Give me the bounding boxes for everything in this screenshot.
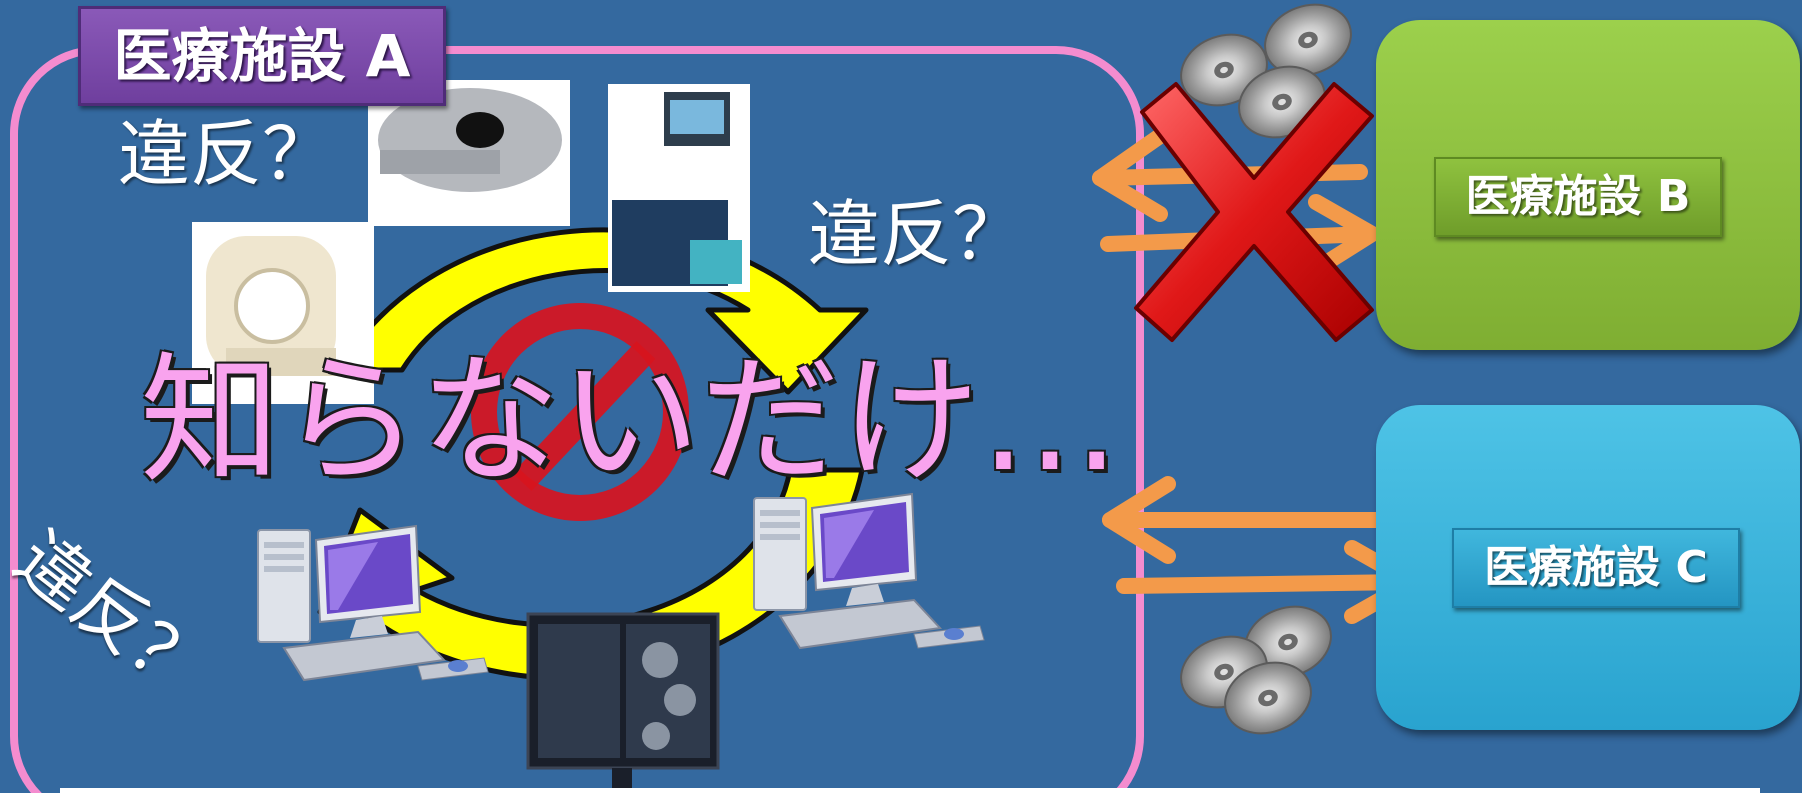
ct-scanner-icon: [368, 80, 570, 226]
facility-a-frame: [10, 46, 1144, 793]
facility-b-label: 医療施設 B: [1434, 157, 1722, 237]
facility-c-label: 医療施設 C: [1452, 528, 1740, 608]
violation-label-top-right: 違反？: [808, 192, 1025, 276]
violation-label-top-left: 違反？: [118, 112, 335, 196]
cross-mark-icon: [1134, 82, 1374, 342]
ultrasound-console-icon: [608, 84, 750, 292]
medical-monitor-icon: [526, 612, 720, 788]
main-message: 知らないだけ…: [140, 340, 1121, 503]
workstation-icon: [753, 493, 985, 649]
bottom-strip: [60, 788, 1760, 793]
facility-a-label: 医療施設 A: [78, 6, 446, 106]
mri-scanner-icon: [192, 222, 374, 404]
prohibition-icon: [471, 303, 689, 521]
transfer-arrow-from-c: [1102, 476, 1396, 564]
